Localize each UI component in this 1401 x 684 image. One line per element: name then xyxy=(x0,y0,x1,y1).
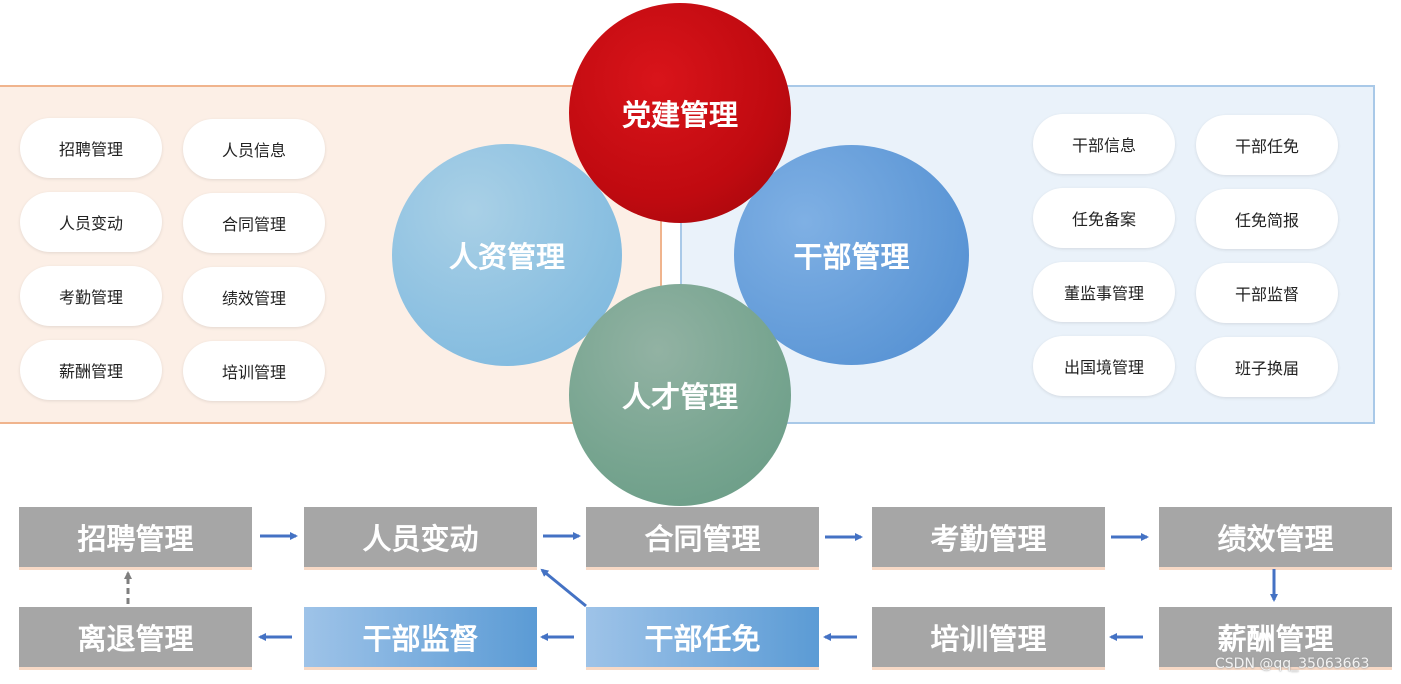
circle-party-building[interactable]: 党建管理 xyxy=(569,3,791,223)
flow-retirement[interactable]: 离退管理 xyxy=(19,607,252,667)
pill-personnel-change[interactable]: 人员变动 xyxy=(20,192,162,252)
circle-party-label: 党建管理 xyxy=(621,98,738,132)
flow-contract[interactable]: 合同管理 xyxy=(586,507,819,567)
pill-recruitment[interactable]: 招聘管理 xyxy=(20,118,162,178)
pill-exit-entry[interactable]: 出国境管理 xyxy=(1033,336,1175,396)
circle-cadre-label: 干部管理 xyxy=(793,240,910,274)
pill-cadre-info[interactable]: 干部信息 xyxy=(1033,114,1175,174)
watermark: CSDN @qq_35063663 xyxy=(1215,656,1370,672)
flow-attendance[interactable]: 考勤管理 xyxy=(872,507,1105,567)
pill-training[interactable]: 培训管理 xyxy=(183,341,325,401)
flow-training[interactable]: 培训管理 xyxy=(872,607,1105,667)
flow-personnel-change[interactable]: 人员变动 xyxy=(304,507,537,567)
pill-board-supervisor[interactable]: 董监事管理 xyxy=(1033,262,1175,322)
pill-cadre-supervision[interactable]: 干部监督 xyxy=(1196,263,1338,323)
pill-personnel-info[interactable]: 人员信息 xyxy=(183,119,325,179)
arrow-appointment-to-change xyxy=(540,568,587,608)
pill-appointment-filing[interactable]: 任免备案 xyxy=(1033,188,1175,248)
pill-salary[interactable]: 薪酬管理 xyxy=(20,340,162,400)
pill-attendance[interactable]: 考勤管理 xyxy=(20,266,162,326)
flow-salary[interactable]: 薪酬管理 xyxy=(1159,607,1392,667)
flow-recruitment[interactable]: 招聘管理 xyxy=(19,507,252,567)
circle-cadre-management[interactable]: 干部管理 xyxy=(734,145,969,365)
pill-contract[interactable]: 合同管理 xyxy=(183,193,325,253)
circle-hr-label: 人资管理 xyxy=(448,240,565,274)
circle-talent-management[interactable]: 人才管理 xyxy=(569,284,791,506)
pill-cadre-appointment[interactable]: 干部任免 xyxy=(1196,115,1338,175)
circle-talent-label: 人才管理 xyxy=(621,380,738,414)
pill-appointment-brief[interactable]: 任免简报 xyxy=(1196,189,1338,249)
pill-team-reelection[interactable]: 班子换届 xyxy=(1196,337,1338,397)
flow-performance[interactable]: 绩效管理 xyxy=(1159,507,1392,567)
flow-cadre-appointment[interactable]: 干部任免 xyxy=(586,607,819,667)
pill-performance[interactable]: 绩效管理 xyxy=(183,267,325,327)
circle-hr-management[interactable]: 人资管理 xyxy=(392,144,622,366)
flow-cadre-supervision[interactable]: 干部监督 xyxy=(304,607,537,667)
